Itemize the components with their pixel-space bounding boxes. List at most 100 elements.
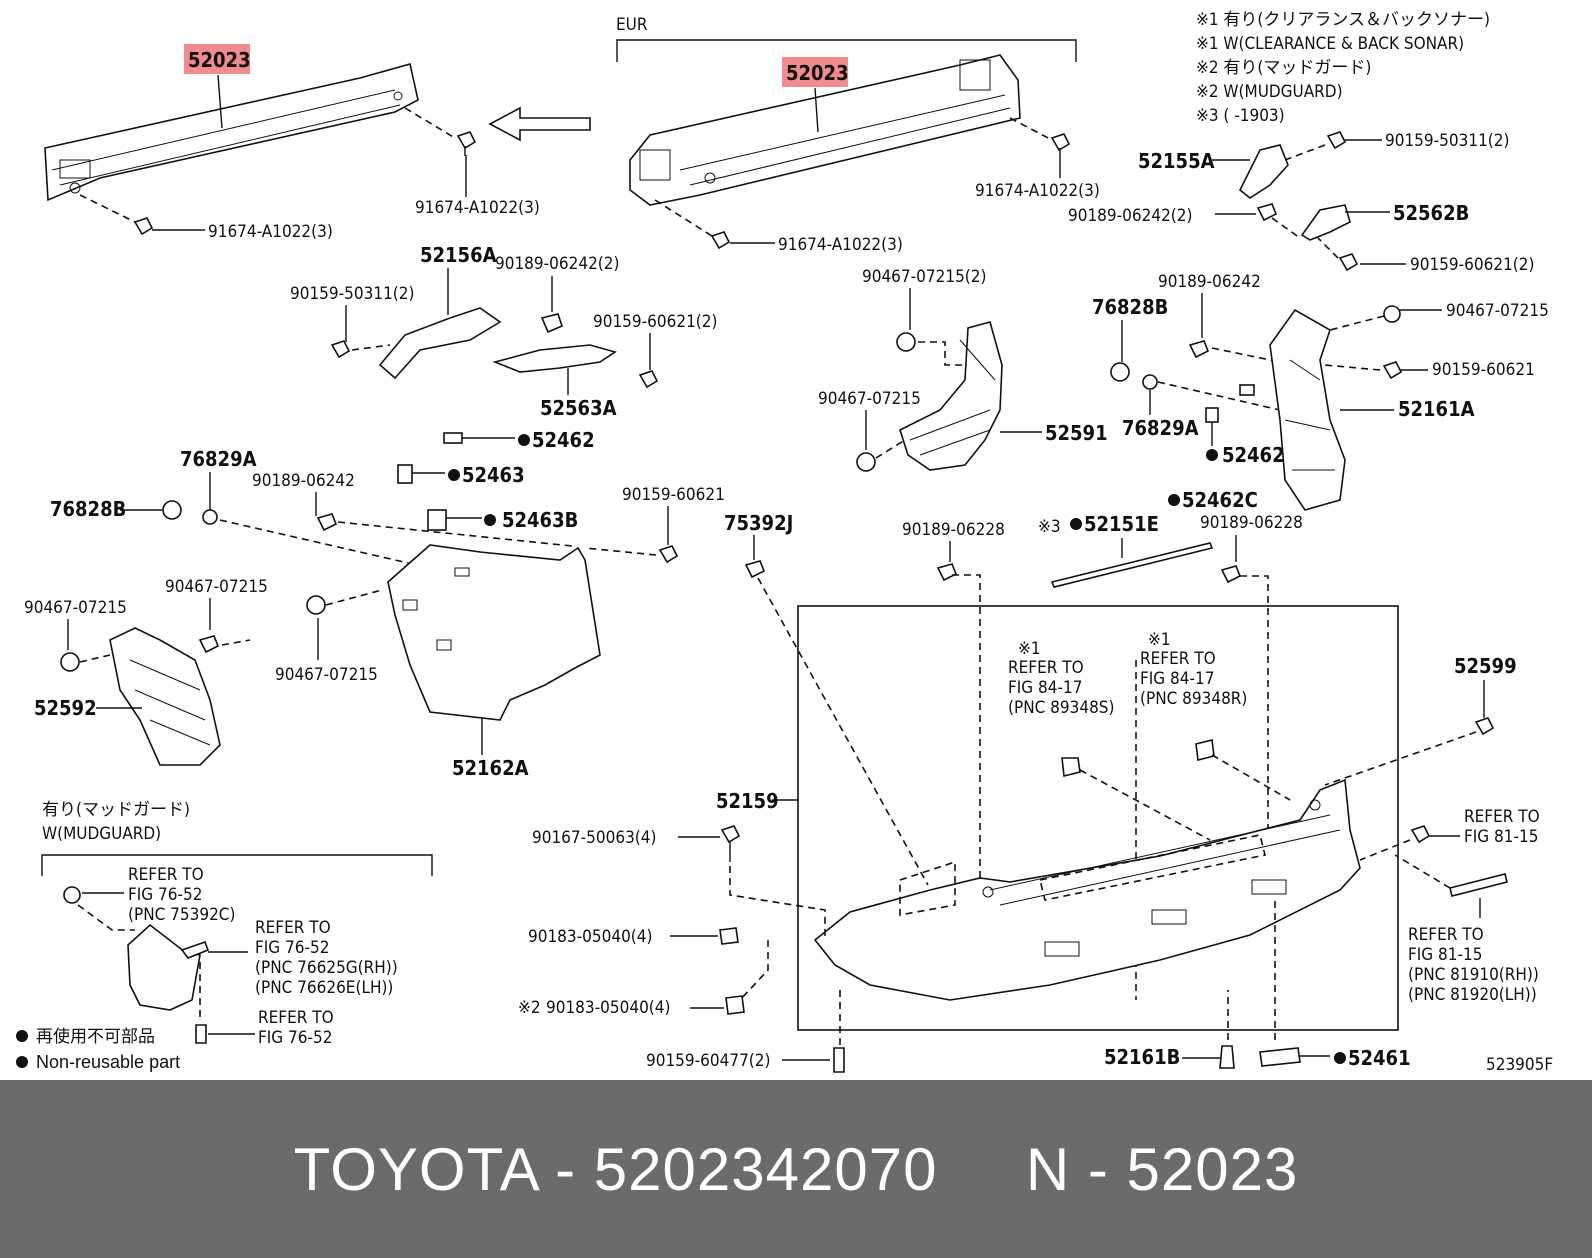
callout-90467-07215-e[interactable]: 90467-07215 <box>1446 301 1549 321</box>
bolt-icon <box>1338 253 1359 272</box>
side-bracket-52156a <box>378 307 502 380</box>
callout-90159-60477-2[interactable]: 90159-60477(2) <box>646 1051 770 1071</box>
callout-52562b[interactable]: 52562B <box>1393 201 1469 225</box>
ref4-line1: REFER TO <box>1408 925 1484 945</box>
clip-icon <box>1256 203 1278 222</box>
callout-52155a[interactable]: 52155A <box>1138 149 1215 173</box>
bolt-icon <box>330 340 351 359</box>
mudguard-ref-a-1: REFER TO <box>128 865 204 885</box>
retainer-icon <box>427 509 447 531</box>
mudguard-ref-b-2[interactable]: FIG 76-52 <box>255 938 329 958</box>
non-reusable-dot-icon <box>448 469 460 481</box>
bracket-52155a <box>1238 144 1289 199</box>
retainer-icon <box>1205 407 1219 423</box>
callout-52592[interactable]: 52592 <box>34 696 97 720</box>
clip-icon <box>202 509 218 525</box>
mudguard-ref-c-2[interactable]: FIG 76-52 <box>258 1028 332 1048</box>
callout-52462c[interactable]: 52462C <box>1182 488 1258 512</box>
callout-52462-b[interactable]: 52462 <box>1222 443 1285 467</box>
ref2-line2[interactable]: FIG 84-17 <box>1140 669 1214 689</box>
retainer-52591 <box>899 321 1003 471</box>
callout-90189-06242-a[interactable]: 90189-06242 <box>252 471 355 491</box>
clip-icon <box>896 332 916 352</box>
callout-52161b[interactable]: 52161B <box>1104 1045 1180 1069</box>
callout-90189-06242-2-a[interactable]: 90189-06242(2) <box>495 254 619 274</box>
callout-91674-a1022-3-c[interactable]: 91674-A1022(3) <box>975 181 1100 201</box>
clip-icon <box>744 560 766 579</box>
callout-52462-a[interactable]: 52462 <box>532 428 595 452</box>
bolt-icon <box>456 131 477 156</box>
callout-52463[interactable]: 52463 <box>462 463 525 487</box>
mudguard-ref-b-3: (PNC 76625G(RH)) <box>255 958 398 978</box>
ref3-line2[interactable]: FIG 81-15 <box>1464 827 1538 847</box>
callout-52162a[interactable]: 52162A <box>452 756 529 780</box>
callout-91674-a1022-3-b[interactable]: 91674-A1022(3) <box>208 222 333 242</box>
callout-52151e[interactable]: 52151E <box>1084 512 1159 536</box>
sensor-bracket-icon <box>1195 739 1215 761</box>
ref2-line1: REFER TO <box>1140 649 1216 669</box>
callout-90159-60621-2-a[interactable]: 90159-60621(2) <box>593 312 717 332</box>
callout-76828b-b[interactable]: 76828B <box>1092 295 1168 319</box>
callout-90183-05040-4[interactable]: 90183-05040(4) <box>528 927 652 947</box>
clip-icon <box>856 452 876 472</box>
parts-diagram: 52023 91674-A1022(3) 91674-A1022(3) EUR … <box>16 10 1553 1075</box>
callout-76828b-a[interactable]: 76828B <box>50 497 126 521</box>
callout-91674-a1022-3-d[interactable]: 91674-A1022(3) <box>778 235 903 255</box>
ref1-line2[interactable]: FIG 84-17 <box>1008 678 1082 698</box>
note-3: ※3 ( -1903) <box>1196 106 1285 126</box>
callout-90159-60621-a[interactable]: 90159-60621 <box>622 485 725 505</box>
clip-icon <box>63 886 81 904</box>
callout-90189-06242-2-b[interactable]: 90189-06242(2) <box>1068 206 1192 226</box>
retainer-52592 <box>109 627 221 766</box>
non-reusable-dot-icon <box>518 434 530 446</box>
callout-90183-05040-4-b[interactable]: 90183-05040(4) <box>546 998 670 1018</box>
ref1-mark: ※1 <box>1018 639 1041 659</box>
ref2-line3: (PNC 89348R) <box>1140 689 1247 709</box>
callout-90467-07215-2[interactable]: 90467-07215(2) <box>862 267 986 287</box>
callout-90159-50311-2-a[interactable]: 90159-50311(2) <box>290 284 414 304</box>
clip-icon <box>1188 340 1210 359</box>
ref1-line1: REFER TO <box>1008 658 1084 678</box>
side-panel-52162a <box>387 544 601 721</box>
callout-52563a[interactable]: 52563A <box>540 396 617 420</box>
callout-90467-07215-d[interactable]: 90467-07215 <box>818 389 921 409</box>
bolt-icon <box>710 231 775 250</box>
callout-52023-left[interactable]: 52023 <box>188 48 251 72</box>
callout-90467-07215-a[interactable]: 90467-07215 <box>165 577 268 597</box>
non-reusable-dot-icon <box>1070 518 1082 530</box>
ref4-line2[interactable]: FIG 81-15 <box>1408 945 1482 965</box>
callout-52461[interactable]: 52461 <box>1348 1046 1411 1070</box>
sensor-bracket-icon <box>1061 757 1081 777</box>
callout-90467-07215-b[interactable]: 90467-07215 <box>24 598 127 618</box>
callout-76829a-a[interactable]: 76829A <box>180 447 257 471</box>
callout-52156a[interactable]: 52156A <box>420 243 497 267</box>
retainer-icon <box>1239 384 1255 396</box>
callout-52023-eur[interactable]: 52023 <box>786 61 849 85</box>
callout-75392j[interactable]: 75392J <box>724 511 793 535</box>
grommet-icon <box>162 500 182 520</box>
callout-90167-50063-4[interactable]: 90167-50063(4) <box>532 828 656 848</box>
note-2-jp: ※2 有り(マッドガード) <box>1196 58 1371 78</box>
non-reusable-dot-icon <box>1168 494 1180 506</box>
reinforcement-bar-left <box>44 63 419 202</box>
non-reusable-dot-icon <box>484 514 496 526</box>
callout-90189-06242-b[interactable]: 90189-06242 <box>1158 272 1261 292</box>
callout-76829a-b[interactable]: 76829A <box>1122 416 1199 440</box>
mudguard-title-jp: 有り(マッドガード) <box>42 800 190 820</box>
callout-90467-07215-c[interactable]: 90467-07215 <box>275 665 378 685</box>
mudguard-ref-a-2[interactable]: FIG 76-52 <box>128 885 202 905</box>
callout-52591[interactable]: 52591 <box>1045 421 1108 445</box>
callout-90159-50311-2-b[interactable]: 90159-50311(2) <box>1385 131 1509 151</box>
callout-52463b[interactable]: 52463B <box>502 508 578 532</box>
side-bracket-52563a <box>492 344 617 373</box>
callout-52599[interactable]: 52599 <box>1454 654 1517 678</box>
clip-icon <box>1220 565 1242 584</box>
callout-90189-06228-b[interactable]: 90189-06228 <box>1200 513 1303 533</box>
callout-52161a[interactable]: 52161A <box>1398 397 1475 421</box>
callout-90189-06228-a[interactable]: 90189-06228 <box>902 520 1005 540</box>
callout-90159-60621-b[interactable]: 90159-60621 <box>1432 360 1535 380</box>
callout-52159[interactable]: 52159 <box>716 789 779 813</box>
callout-91674-a1022-3-a[interactable]: 91674-A1022(3) <box>415 198 540 218</box>
note-1-jp: ※1 有り(クリアランス＆バックソナー) <box>1196 10 1490 30</box>
callout-90159-60621-2-b[interactable]: 90159-60621(2) <box>1410 255 1534 275</box>
